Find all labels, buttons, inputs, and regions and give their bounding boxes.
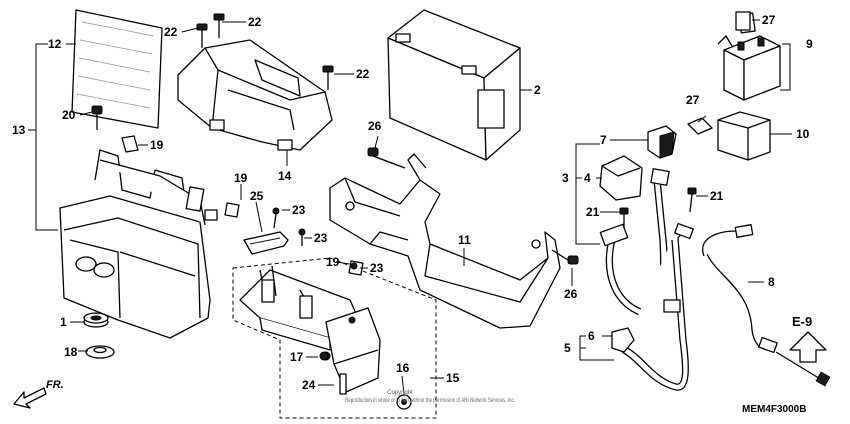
- callout-27b: 27: [686, 93, 700, 107]
- callout-26a: 26: [368, 119, 382, 133]
- leader-lines: [28, 19, 792, 395]
- part-bolt-22c: [322, 65, 334, 90]
- callout-14: 14: [278, 169, 292, 183]
- callout-21b: 21: [710, 189, 724, 203]
- callout-19a: 19: [150, 138, 164, 152]
- callout-6: 6: [588, 329, 595, 343]
- part-cover-4: [599, 155, 643, 201]
- callout-22b: 22: [248, 15, 262, 29]
- callout-1: 1: [60, 315, 67, 329]
- callout-26b: 26: [564, 287, 578, 301]
- part-bolt-16: [396, 394, 412, 410]
- callout-10: 10: [796, 127, 810, 141]
- part-bolt-22b: [213, 13, 225, 38]
- callout-8: 8: [768, 275, 775, 289]
- part-screw-23b: [298, 228, 306, 246]
- part-screw-17: [319, 351, 329, 361]
- callout-3: 3: [562, 171, 569, 185]
- part-bolt-20: [91, 105, 103, 130]
- callout-17: 17: [290, 350, 304, 364]
- callout-15: 15: [446, 371, 460, 385]
- callout-24: 24: [302, 378, 316, 392]
- part-bolt-26b: [551, 249, 579, 265]
- part-grommet-18: [85, 345, 115, 359]
- callout-9: 9: [806, 37, 813, 51]
- callout-20: 20: [62, 108, 76, 122]
- callout-16: 16: [396, 361, 410, 375]
- callout-19c: 19: [326, 255, 340, 269]
- ref-label: E-9: [792, 314, 812, 329]
- part-clip-19b: [224, 202, 240, 218]
- callout-12: 12: [48, 37, 62, 51]
- part-grommet-1: [83, 312, 109, 328]
- part-bolt-22a: [196, 23, 208, 48]
- callout-11: 11: [458, 233, 471, 247]
- callout-22a: 22: [164, 25, 178, 39]
- part-battery-stay: [329, 153, 561, 329]
- callout-4: 4: [584, 171, 591, 185]
- callout-18: 18: [64, 345, 78, 359]
- part-battery-holder: [177, 39, 333, 151]
- front-label: FR.: [46, 379, 64, 391]
- callout-19b: 19: [234, 171, 248, 185]
- part-fuse-box-assembly: [232, 257, 437, 419]
- callout-2: 2: [534, 83, 541, 97]
- part-fuse-27a: [735, 11, 751, 31]
- part-bolt-21a: [619, 207, 629, 228]
- part-clip-19a: [121, 135, 139, 153]
- part-relay-cover: [717, 111, 771, 161]
- part-screw-23a: [272, 207, 280, 229]
- callout-13: 13: [12, 123, 26, 137]
- part-clamp-25: [243, 231, 289, 255]
- part-battery: [387, 9, 521, 161]
- callout-23a: 23: [292, 203, 306, 217]
- callout-25: 25: [250, 189, 264, 203]
- ref-arrow-e9: [789, 331, 827, 363]
- diagram-code: MEM4F3000B: [742, 404, 806, 415]
- callout-21a: 21: [586, 205, 600, 219]
- part-screw-23c: [350, 262, 358, 270]
- part-bolt-21b: [687, 187, 697, 213]
- callout-7: 7: [600, 133, 607, 147]
- callout-5: 5: [564, 341, 571, 355]
- part-battery-sheet: [71, 9, 163, 129]
- copyright-line2: Reproduction in whole or in part without…: [345, 398, 515, 404]
- callout-23b: 23: [314, 231, 328, 245]
- part-bolt-26a: [367, 147, 406, 169]
- callout-22c: 22: [356, 67, 370, 81]
- part-battery-box: [59, 149, 218, 339]
- callout-23c: 23: [370, 261, 384, 275]
- part-cover-6: [611, 327, 635, 353]
- part-ground-cable: [701, 224, 831, 387]
- part-cover-7: [647, 125, 677, 159]
- part-fuse-27b: [687, 117, 713, 135]
- callout-labels: 12 13 20 19 1 18 22 22 22 14 2 26 7 3 4 …: [12, 13, 813, 392]
- part-negative-cable: [621, 222, 694, 391]
- front-arrow: [13, 387, 47, 409]
- callout-27a: 27: [762, 13, 776, 27]
- copyright-line1: Copyright: [387, 390, 413, 396]
